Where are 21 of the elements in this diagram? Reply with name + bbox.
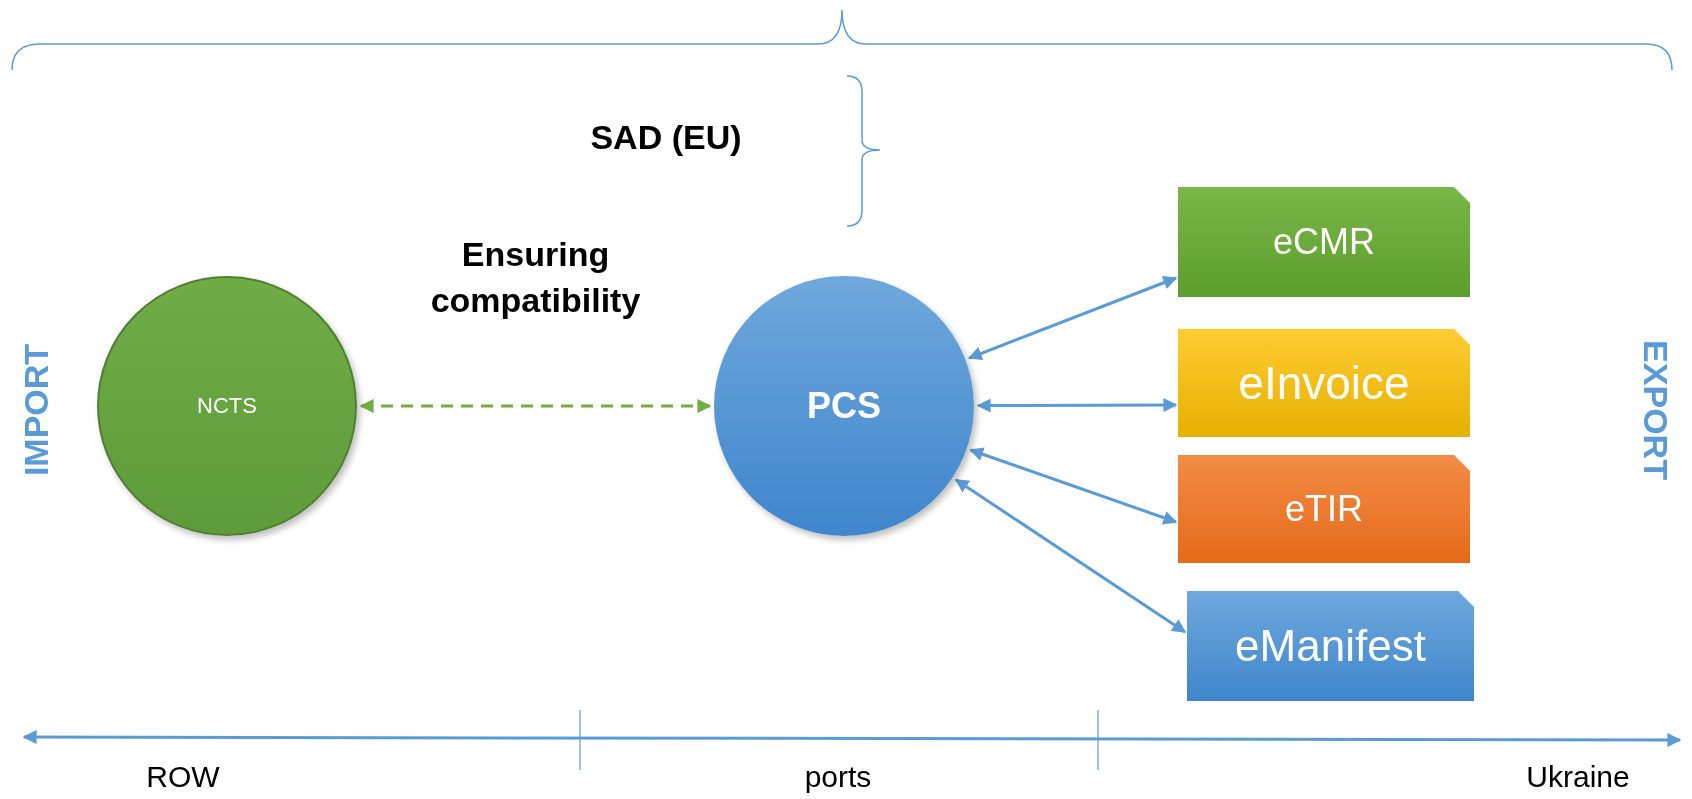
side-label: EXPORT	[1635, 340, 1675, 480]
node-label: PCS	[807, 385, 881, 427]
document-box	[1187, 591, 1474, 701]
document-box	[1178, 455, 1470, 563]
axis-label: ports	[804, 760, 872, 794]
double-arrow	[954, 478, 1187, 634]
section-label: SAD (EU)	[590, 117, 742, 157]
node-label: eCMR	[1273, 221, 1375, 263]
document-box	[1178, 329, 1470, 437]
double-arrow	[967, 276, 1178, 361]
double-arrow	[969, 447, 1178, 525]
side-label: IMPORT	[16, 343, 56, 477]
double-arrow	[359, 399, 712, 413]
node-label: eInvoice	[1238, 356, 1410, 410]
node-label: NCTS	[197, 393, 257, 419]
double-arrow	[976, 398, 1178, 413]
node-label: eManifest	[1235, 621, 1426, 671]
node-label: eTIR	[1285, 488, 1363, 530]
document-box	[1178, 187, 1470, 297]
axis-label: ROW	[146, 760, 220, 794]
axis-label: Ukraine	[1526, 760, 1630, 794]
